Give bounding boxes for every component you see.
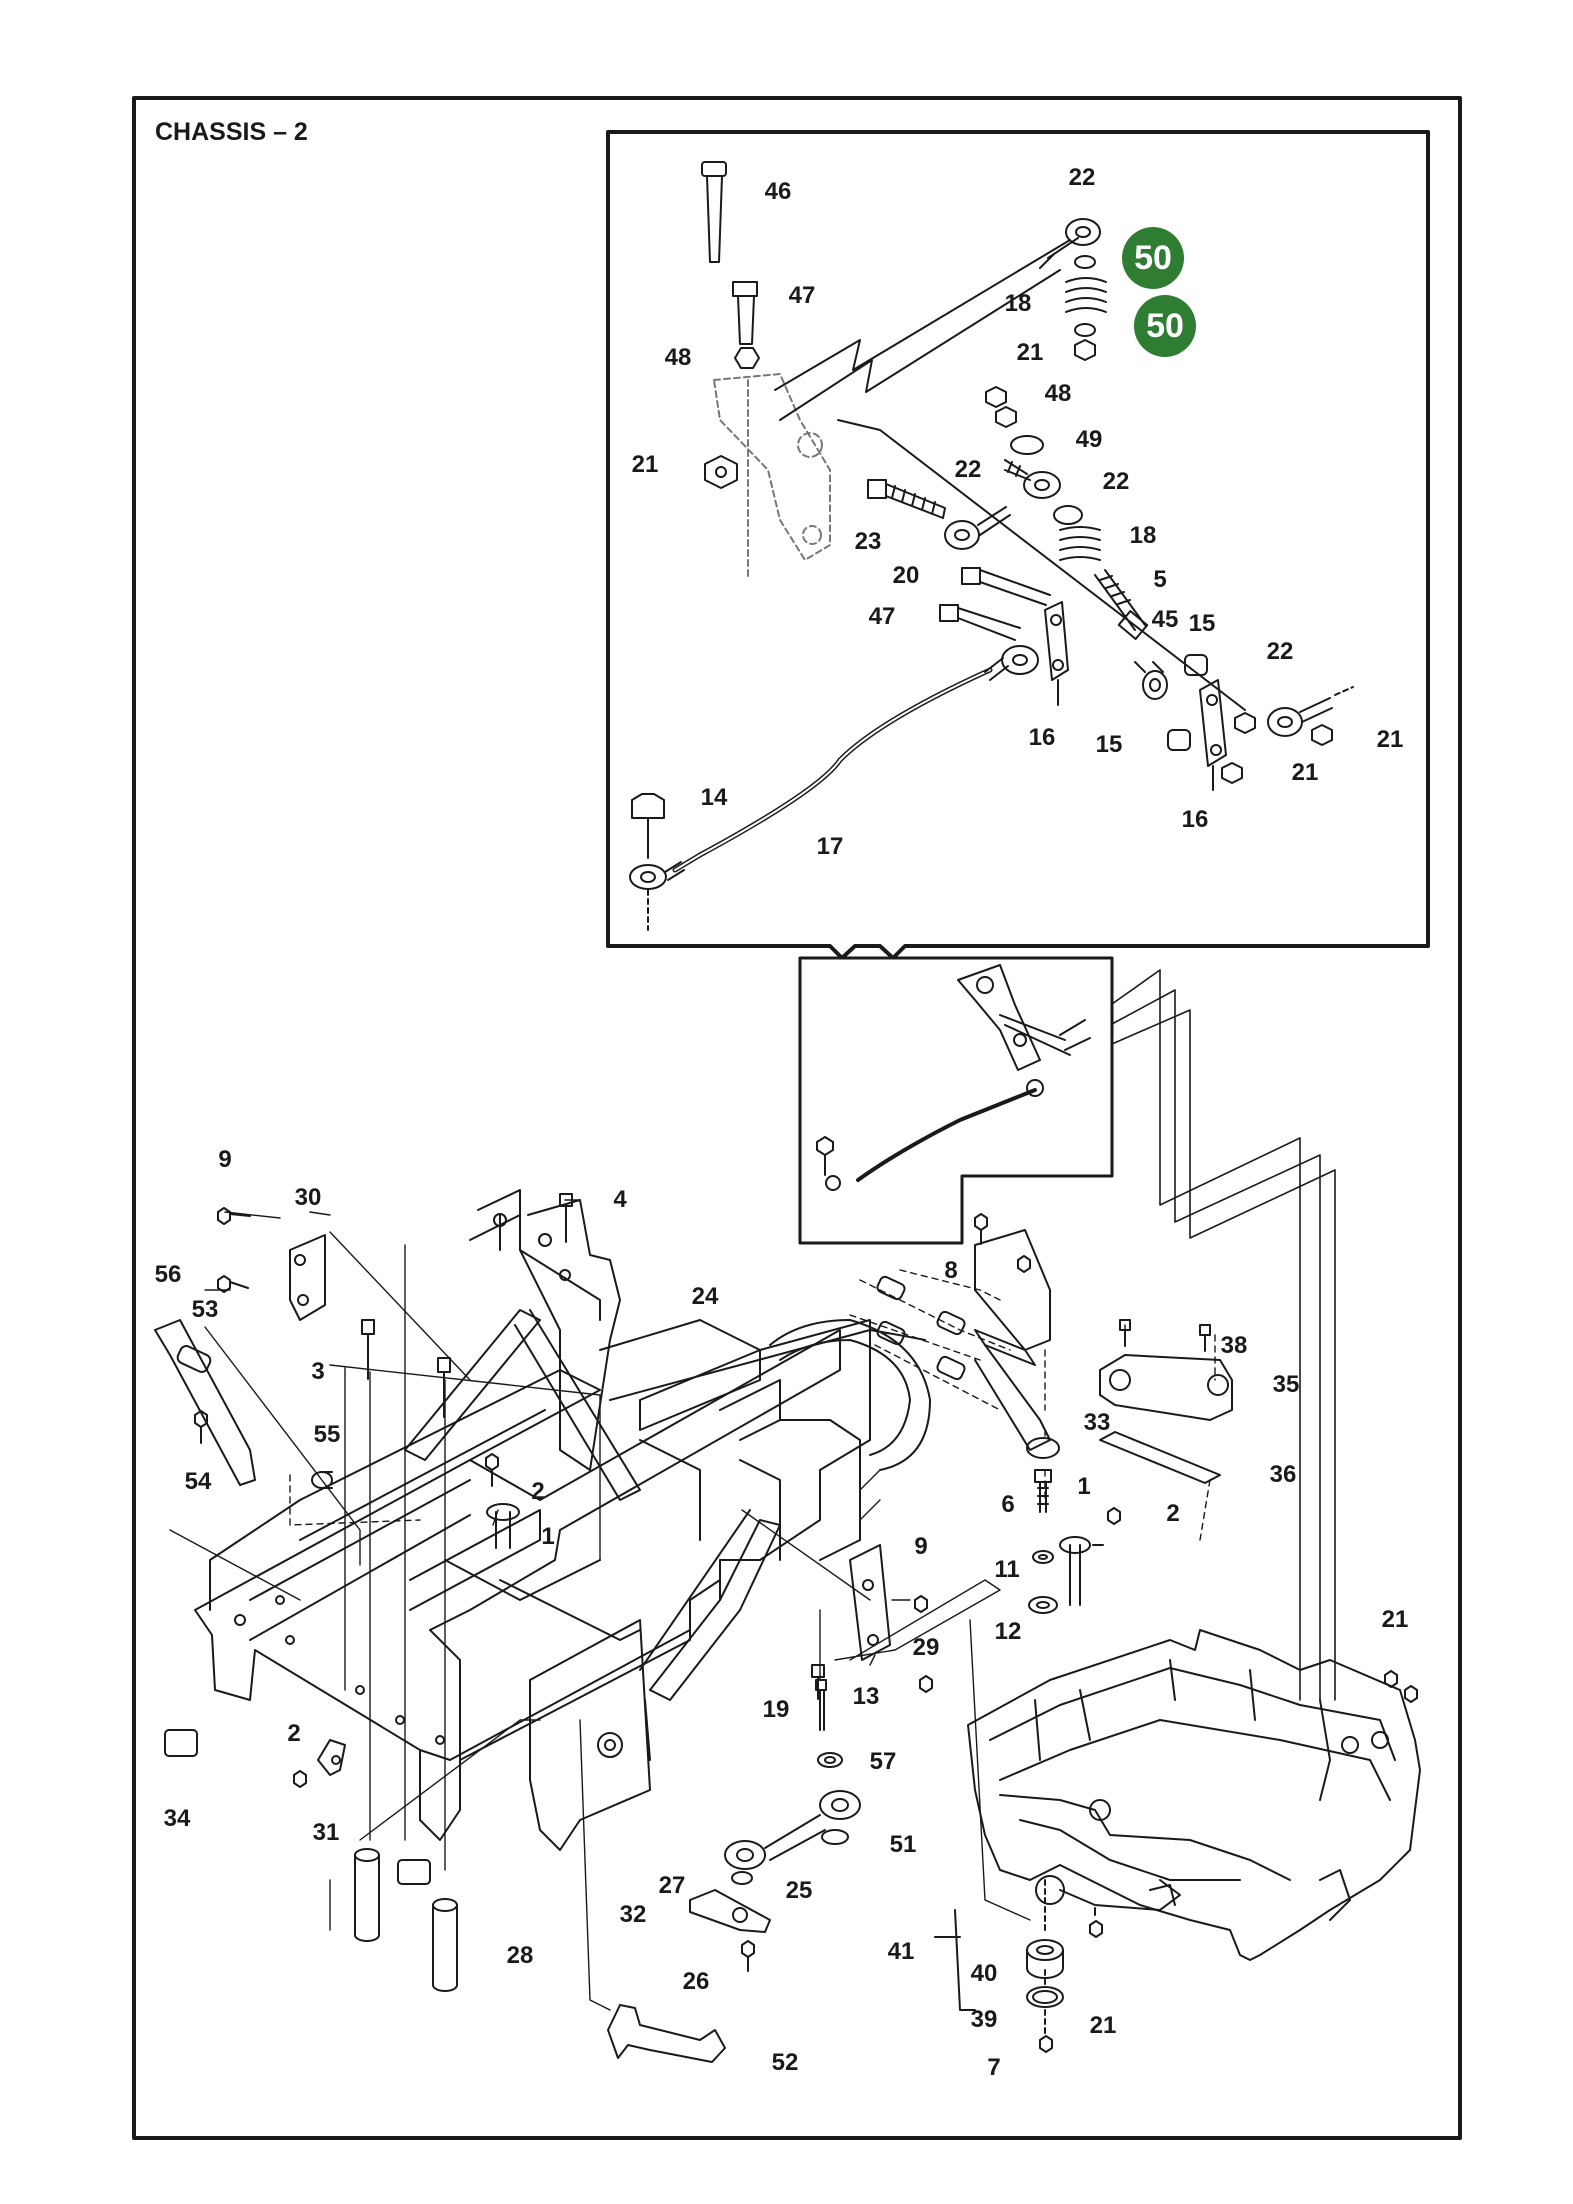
callout-38: 38 xyxy=(1220,1332,1248,1359)
inset-parts xyxy=(629,161,1354,931)
callout-55: 55 xyxy=(313,1421,341,1448)
callout-23: 23 xyxy=(854,528,882,555)
callout-13: 13 xyxy=(852,1683,880,1710)
callout-11: 11 xyxy=(994,1556,1020,1583)
callout-19: 19 xyxy=(762,1696,790,1723)
callout-48: 48 xyxy=(1044,380,1072,407)
callout-2: 2 xyxy=(287,1720,301,1747)
main-view-small-parts xyxy=(164,1193,1233,2063)
callout-40: 40 xyxy=(970,1960,998,1987)
callout-36: 36 xyxy=(1269,1461,1297,1488)
locator-inset-frame xyxy=(798,956,1114,1245)
base-pan xyxy=(967,1629,1421,1961)
callout-18: 18 xyxy=(1129,522,1157,549)
callout-47: 47 xyxy=(788,282,816,309)
callout-53: 53 xyxy=(191,1296,219,1323)
callout-12: 12 xyxy=(994,1618,1022,1645)
callout-2: 2 xyxy=(531,1478,545,1505)
callout-56: 56 xyxy=(154,1261,182,1288)
callout-21: 21 xyxy=(1376,726,1404,753)
callout-4: 4 xyxy=(613,1186,627,1213)
callout-15: 15 xyxy=(1095,731,1123,758)
callout-14: 14 xyxy=(700,784,728,811)
callout-25: 25 xyxy=(785,1877,813,1904)
callout-21: 21 xyxy=(1089,2012,1117,2039)
callout-8: 8 xyxy=(944,1257,958,1284)
callout-48: 48 xyxy=(664,344,692,371)
callout-46: 46 xyxy=(764,178,792,205)
callout-7: 7 xyxy=(987,2054,1001,2081)
callout-16: 16 xyxy=(1181,806,1209,833)
callout-21: 21 xyxy=(631,451,659,478)
callout-51: 51 xyxy=(889,1831,917,1858)
inset-detail-frame xyxy=(606,130,1430,960)
callout-21: 21 xyxy=(1016,339,1044,366)
callout-22: 22 xyxy=(1102,468,1130,495)
callout-21: 21 xyxy=(1291,759,1319,786)
callout-17: 17 xyxy=(816,833,844,860)
callout-41: 41 xyxy=(887,1938,915,1965)
callout-15: 15 xyxy=(1188,610,1216,637)
callout-22: 22 xyxy=(1068,164,1096,191)
callout-20: 20 xyxy=(892,562,920,589)
callout-57: 57 xyxy=(869,1748,897,1775)
callout-9: 9 xyxy=(218,1146,232,1173)
page-title: CHASSIS – 2 xyxy=(155,118,308,146)
callout-3: 3 xyxy=(311,1358,325,1385)
callout-16: 16 xyxy=(1028,724,1056,751)
callout-54: 54 xyxy=(184,1468,212,1495)
callout-49: 49 xyxy=(1075,426,1103,453)
callout-badge-50: 50 xyxy=(1122,227,1184,289)
callout-35: 35 xyxy=(1272,1371,1300,1398)
callout-21: 21 xyxy=(1381,1606,1409,1633)
locator-parts xyxy=(816,964,1091,1191)
callout-2: 2 xyxy=(1166,1500,1180,1527)
callout-29: 29 xyxy=(912,1634,940,1661)
callout-30: 30 xyxy=(294,1184,322,1211)
callout-22: 22 xyxy=(1266,638,1294,665)
callout-27: 27 xyxy=(658,1872,686,1899)
callout-47: 47 xyxy=(868,603,896,630)
callout-39: 39 xyxy=(970,2006,998,2033)
callout-52: 52 xyxy=(771,2049,799,2076)
callout-1: 1 xyxy=(1077,1473,1091,1500)
outer-frame xyxy=(132,96,1462,2140)
callout-6: 6 xyxy=(1001,1491,1015,1518)
callout-32: 32 xyxy=(619,1901,647,1928)
callout-33: 33 xyxy=(1083,1409,1111,1436)
main-frame xyxy=(154,1189,931,1851)
callout-badge-50: 50 xyxy=(1134,295,1196,357)
callout-34: 34 xyxy=(163,1805,191,1832)
callout-22: 22 xyxy=(954,456,982,483)
callout-45: 45 xyxy=(1151,606,1179,633)
callout-26: 26 xyxy=(682,1968,710,1995)
callout-28: 28 xyxy=(506,1942,534,1969)
bearing-stack xyxy=(934,1879,1103,2053)
callout-9: 9 xyxy=(914,1533,928,1560)
callout-5: 5 xyxy=(1153,566,1167,593)
callout-31: 31 xyxy=(312,1819,340,1846)
callout-24: 24 xyxy=(691,1283,719,1310)
callout-1: 1 xyxy=(541,1523,555,1550)
callout-18: 18 xyxy=(1004,290,1032,317)
